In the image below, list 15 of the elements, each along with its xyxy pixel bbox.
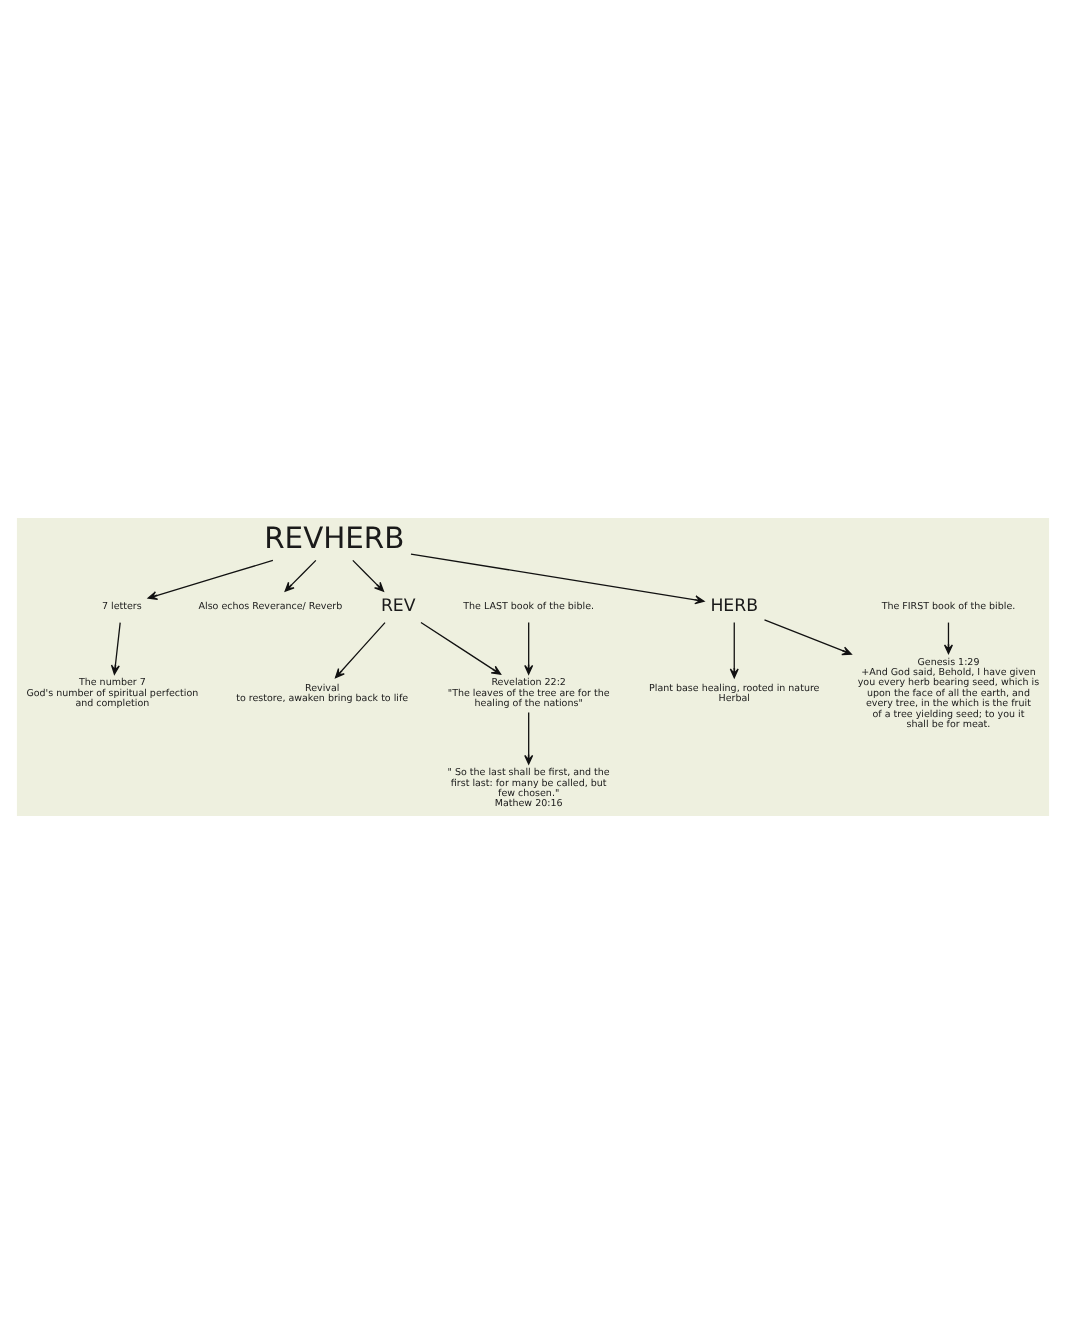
arrow	[284, 558, 317, 591]
node-text: REVHERB	[264, 521, 405, 556]
arrow	[420, 620, 502, 674]
arrow	[352, 558, 385, 591]
arrow	[729, 620, 739, 678]
arrow	[763, 618, 852, 655]
node-text: REV	[380, 596, 416, 617]
arrow	[410, 552, 705, 604]
arrow	[334, 620, 386, 678]
node-text: HERB	[710, 596, 759, 617]
arrow	[943, 620, 953, 654]
arrow	[110, 620, 121, 674]
arrow	[524, 620, 534, 674]
arrow	[147, 558, 274, 599]
arrow	[524, 710, 534, 764]
